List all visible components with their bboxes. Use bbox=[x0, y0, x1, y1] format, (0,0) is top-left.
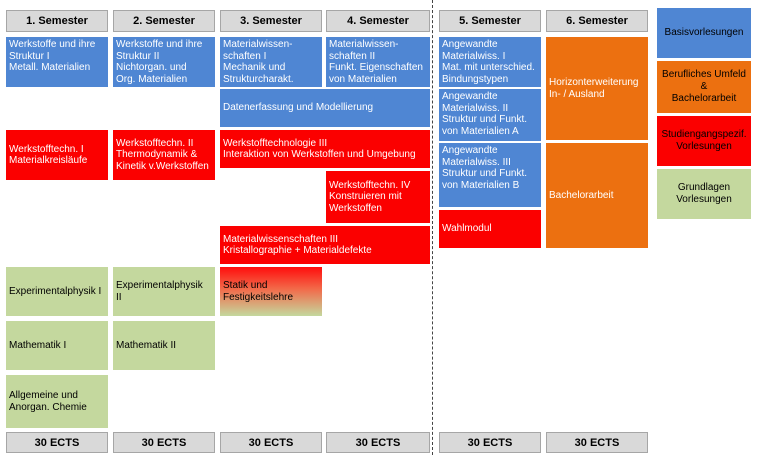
module-materialwissenschaften-1: Materialwissen- schaften I Mechanik und … bbox=[220, 37, 322, 87]
semester-divider bbox=[432, 0, 433, 455]
module-materialwissenschaften-3: Materialwissenschaften III Kristallograp… bbox=[220, 226, 430, 264]
module-werkstoffe-struktur-2: Werkstoffe und ihre Struktur II Nichtorg… bbox=[113, 37, 215, 87]
legend-studiengangspezif: Studiengangspezif. Vorlesungen bbox=[657, 116, 751, 166]
ects-semester-2: 30 ECTS bbox=[113, 432, 215, 453]
ects-semester-6: 30 ECTS bbox=[546, 432, 648, 453]
module-bachelorarbeit: Bachelorarbeit bbox=[546, 143, 648, 248]
module-werkstofftechn-4: Werkstofftechn. IV Konstruieren mit Werk… bbox=[326, 171, 430, 223]
module-wahlmodul: Wahlmodul bbox=[439, 210, 541, 248]
module-experimentalphysik-2: Experimentalphysik II bbox=[113, 267, 215, 316]
module-materialwissenschaften-2: Materialwissen- schaften II Funkt. Eigen… bbox=[326, 37, 430, 87]
semester-1-header: 1. Semester bbox=[6, 10, 108, 32]
ects-semester-5: 30 ECTS bbox=[439, 432, 541, 453]
module-angewandte-materialwiss-3: Angewandte Materialwiss. III Struktur un… bbox=[439, 143, 541, 207]
module-angewandte-materialwiss-1: Angewandte Materialwiss. I Mat. mit unte… bbox=[439, 37, 541, 87]
module-mathematik-2: Mathematik II bbox=[113, 321, 215, 370]
semester-5-header: 5. Semester bbox=[439, 10, 541, 32]
module-werkstofftechn-1: Werkstofftechn. I Materialkreisläufe bbox=[6, 130, 108, 180]
module-experimentalphysik-1: Experimentalphysik I bbox=[6, 267, 108, 316]
module-angewandte-materialwiss-2: Angewandte Materialwiss. II Struktur und… bbox=[439, 89, 541, 141]
legend-grundlagen: Grundlagen Vorlesungen bbox=[657, 169, 751, 219]
ects-semester-1: 30 ECTS bbox=[6, 432, 108, 453]
semester-2-header: 2. Semester bbox=[113, 10, 215, 32]
module-datenerfassung: Datenerfassung und Modellierung bbox=[220, 89, 430, 127]
module-werkstoffe-struktur-1: Werkstoffe und ihre Struktur I Metall. M… bbox=[6, 37, 108, 87]
semester-4-header: 4. Semester bbox=[326, 10, 430, 32]
module-werkstofftechn-2: Werkstofftechn. II Thermodynamik & Kinet… bbox=[113, 130, 215, 180]
module-statik: Statik und Festigkeitslehre bbox=[220, 267, 322, 316]
semester-6-header: 6. Semester bbox=[546, 10, 648, 32]
legend-basisvorlesungen: Basisvorlesungen bbox=[657, 8, 751, 58]
module-horizonterweiterung: Horizonterweiterung In- / Ausland bbox=[546, 37, 648, 140]
ects-semester-3: 30 ECTS bbox=[220, 432, 322, 453]
ects-semester-4: 30 ECTS bbox=[326, 432, 430, 453]
module-mathematik-1: Mathematik I bbox=[6, 321, 108, 370]
module-chemie: Allgemeine und Anorgan. Chemie bbox=[6, 375, 108, 428]
legend-berufliches-umfeld: Berufliches Umfeld & Bachelorarbeit bbox=[657, 61, 751, 113]
semester-3-header: 3. Semester bbox=[220, 10, 322, 32]
module-werkstofftechnologie-3: Werkstofftechnologie III Interaktion von… bbox=[220, 130, 430, 168]
